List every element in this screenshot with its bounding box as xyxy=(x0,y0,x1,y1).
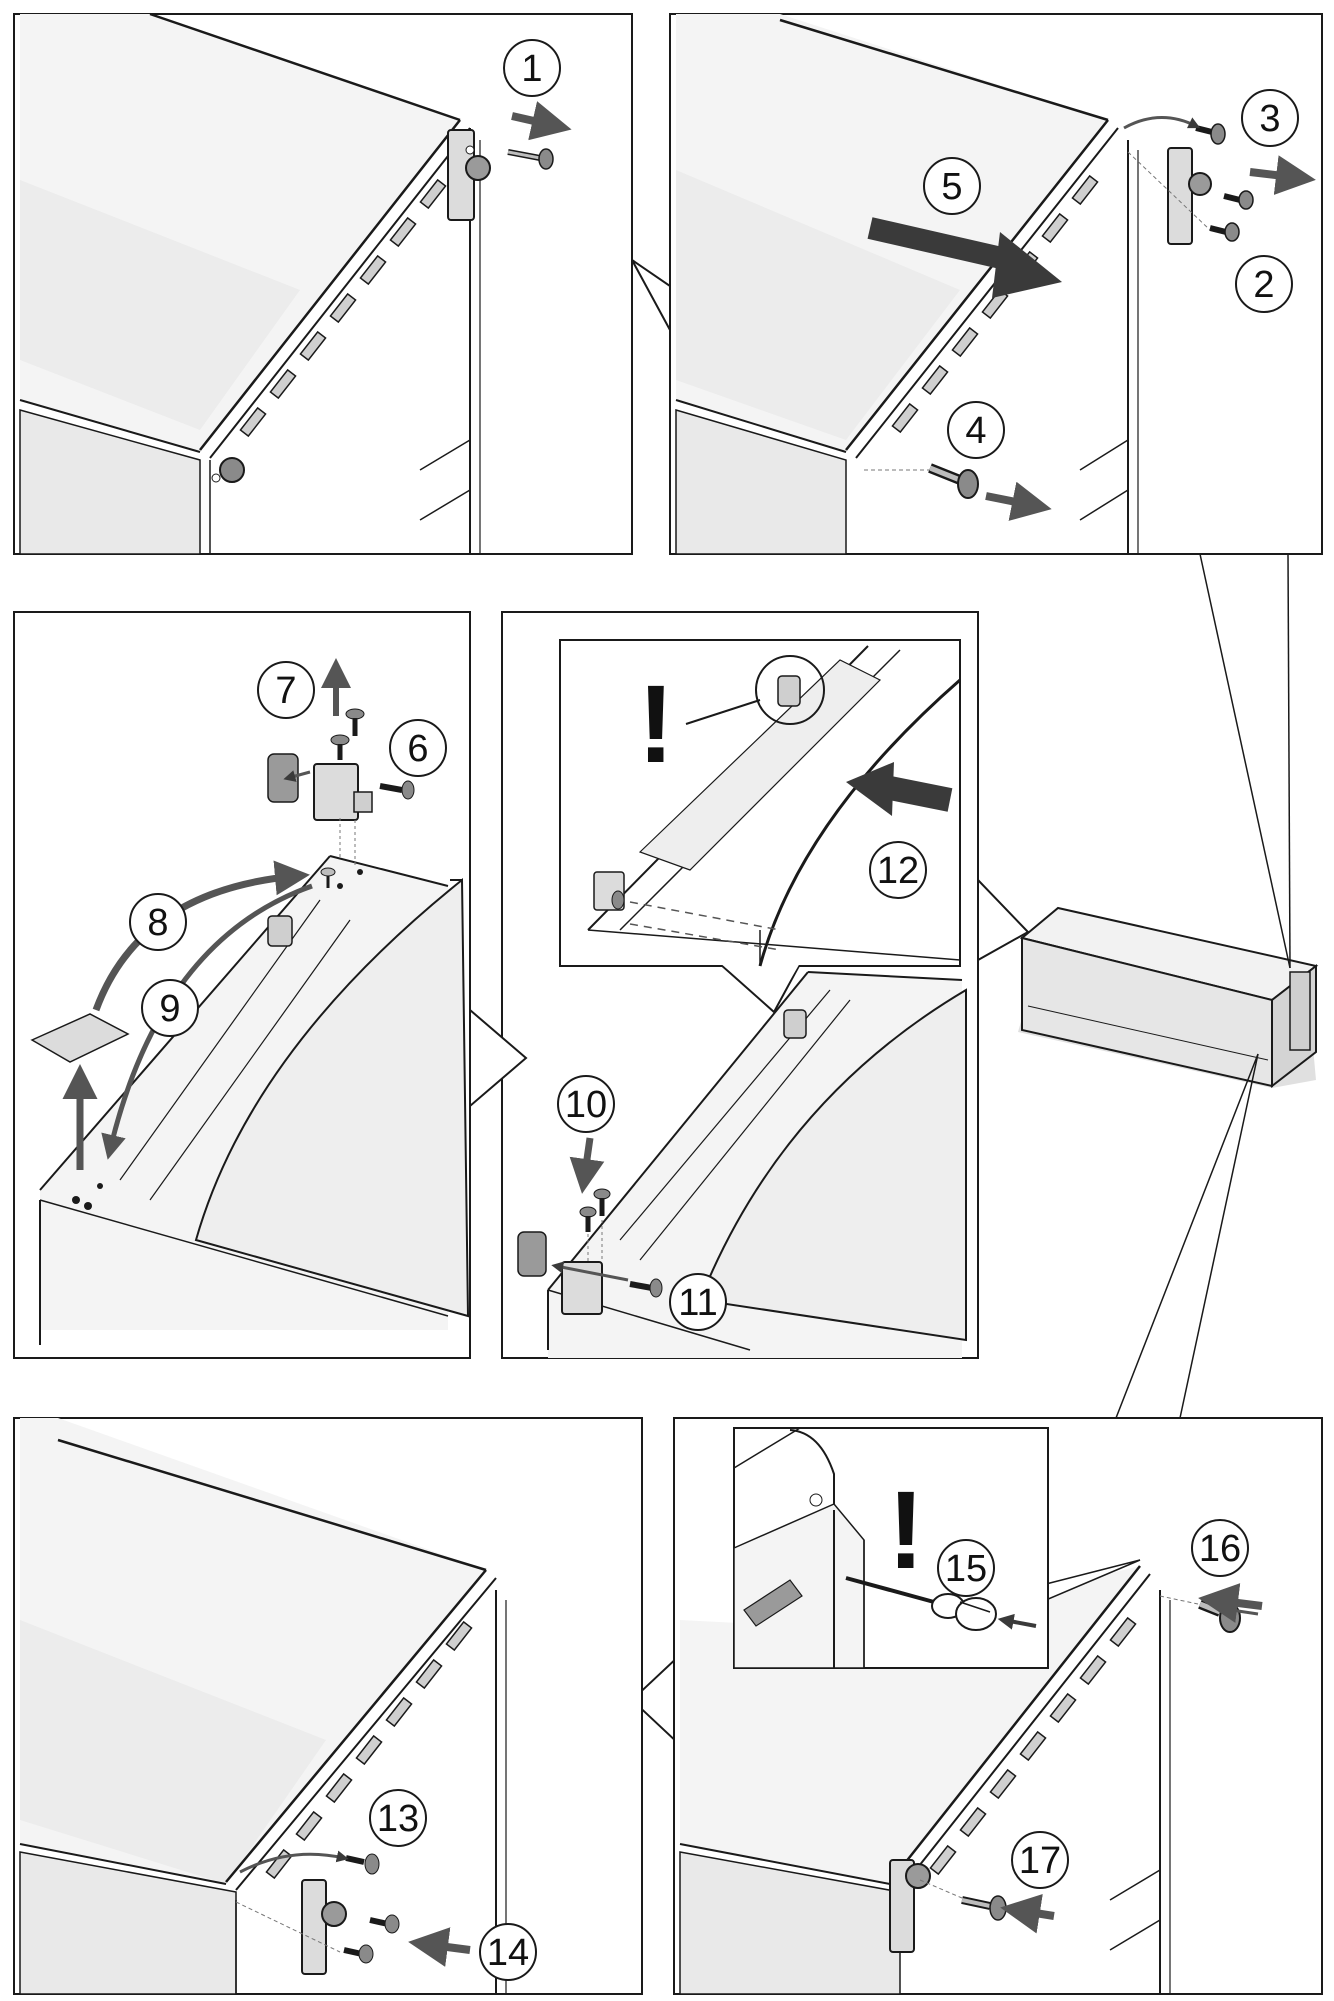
arrow-insert xyxy=(1000,1893,1055,1934)
svg-text:4: 4 xyxy=(965,410,986,452)
screw-icon xyxy=(320,867,336,888)
svg-text:12: 12 xyxy=(877,850,919,892)
panel-steps-15-17: ! 15 16 17 xyxy=(673,1417,1323,1995)
callout-3: 3 xyxy=(1241,89,1299,147)
arrow-move xyxy=(101,883,313,1160)
hinge-bracket-icon xyxy=(267,915,293,947)
svg-text:3: 3 xyxy=(1259,98,1280,140)
hinge-bracket-icon xyxy=(313,763,373,821)
hinge-pin-icon xyxy=(928,463,979,499)
hinge-bracket-icon xyxy=(301,1879,347,1975)
screw-icon xyxy=(507,148,554,170)
leader-lines xyxy=(1115,553,1291,1419)
panel-step-1: 1 xyxy=(13,12,633,555)
hinge-pin-icon xyxy=(211,457,245,483)
arrow-insert xyxy=(283,770,311,782)
screw-icon xyxy=(1195,123,1254,242)
screw-icon xyxy=(330,708,415,800)
svg-text:11: 11 xyxy=(678,1282,717,1324)
attention-icon: ! xyxy=(888,1469,925,1592)
callout-1: 1 xyxy=(503,39,561,97)
callout-7: 7 xyxy=(257,661,315,719)
callout-8: 8 xyxy=(129,893,187,951)
svg-text:8: 8 xyxy=(147,902,168,944)
arrow-remove xyxy=(511,101,572,141)
panel-steps-10-12: 10 11 ! 12 xyxy=(501,611,979,1359)
panel-steps-2-5: 3 5 2 4 xyxy=(669,13,1323,555)
arrow-slide xyxy=(867,217,1013,271)
arrow-push xyxy=(997,1613,1037,1630)
svg-text:1: 1 xyxy=(521,48,542,90)
hinge-bracket-icon xyxy=(889,1859,931,1953)
svg-text:5: 5 xyxy=(941,166,962,208)
hinge-bracket-icon xyxy=(1167,147,1212,245)
svg-text:15: 15 xyxy=(945,1548,987,1590)
callout-13: 13 xyxy=(369,1789,427,1847)
callout-2: 2 xyxy=(1235,255,1293,313)
svg-text:14: 14 xyxy=(487,1932,529,1974)
svg-text:9: 9 xyxy=(159,988,180,1030)
detail-inset xyxy=(559,639,961,967)
svg-text:10: 10 xyxy=(565,1084,607,1126)
arrow-push xyxy=(887,776,953,812)
arrow-insert xyxy=(1198,1583,1263,1623)
appliance-unit-icon xyxy=(1018,906,1319,1089)
callout-4: 4 xyxy=(947,401,1005,459)
callout-10: 10 xyxy=(557,1075,615,1133)
callout-9: 9 xyxy=(141,979,199,1037)
arrow-remove xyxy=(1249,155,1316,195)
attention-icon: ! xyxy=(638,663,675,786)
callout-17: 17 xyxy=(1011,1831,1069,1889)
arrow-insert xyxy=(551,1261,629,1282)
svg-text:17: 17 xyxy=(1019,1840,1061,1882)
callout-15: 15 xyxy=(937,1539,995,1597)
arrow-remove xyxy=(985,481,1052,521)
callout-5: 5 xyxy=(923,157,981,215)
panel-steps-6-9: 7 6 8 9 xyxy=(13,611,471,1359)
detail-zoom-circle xyxy=(755,655,825,725)
panel-steps-13-14: 13 14 xyxy=(13,1417,643,1995)
screwdriver-icon xyxy=(845,1576,997,1631)
svg-text:6: 6 xyxy=(407,728,428,770)
svg-text:13: 13 xyxy=(377,1798,419,1840)
svg-text:7: 7 xyxy=(275,670,296,712)
cover-cap-icon xyxy=(267,753,299,803)
detail-inset-content: ! 12 xyxy=(587,645,961,967)
callout-16: 16 xyxy=(1191,1519,1249,1577)
svg-text:16: 16 xyxy=(1199,1528,1241,1570)
arrow-insert xyxy=(408,1927,471,1967)
screw-icon xyxy=(343,1853,400,1964)
callout-6: 6 xyxy=(389,719,447,777)
detail-inset-content: ! 15 xyxy=(733,1427,1037,1669)
callout-12: 12 xyxy=(869,841,927,899)
callout-14: 14 xyxy=(479,1923,537,1981)
callout-11: 11 xyxy=(669,1273,727,1331)
hinge-bracket-icon xyxy=(447,129,491,221)
cover-cap-icon xyxy=(30,1013,130,1063)
hinge-bracket-icon xyxy=(561,1261,603,1315)
cover-cap-icon xyxy=(517,1231,547,1277)
svg-text:2: 2 xyxy=(1253,264,1274,306)
arrow-down xyxy=(569,1137,605,1194)
